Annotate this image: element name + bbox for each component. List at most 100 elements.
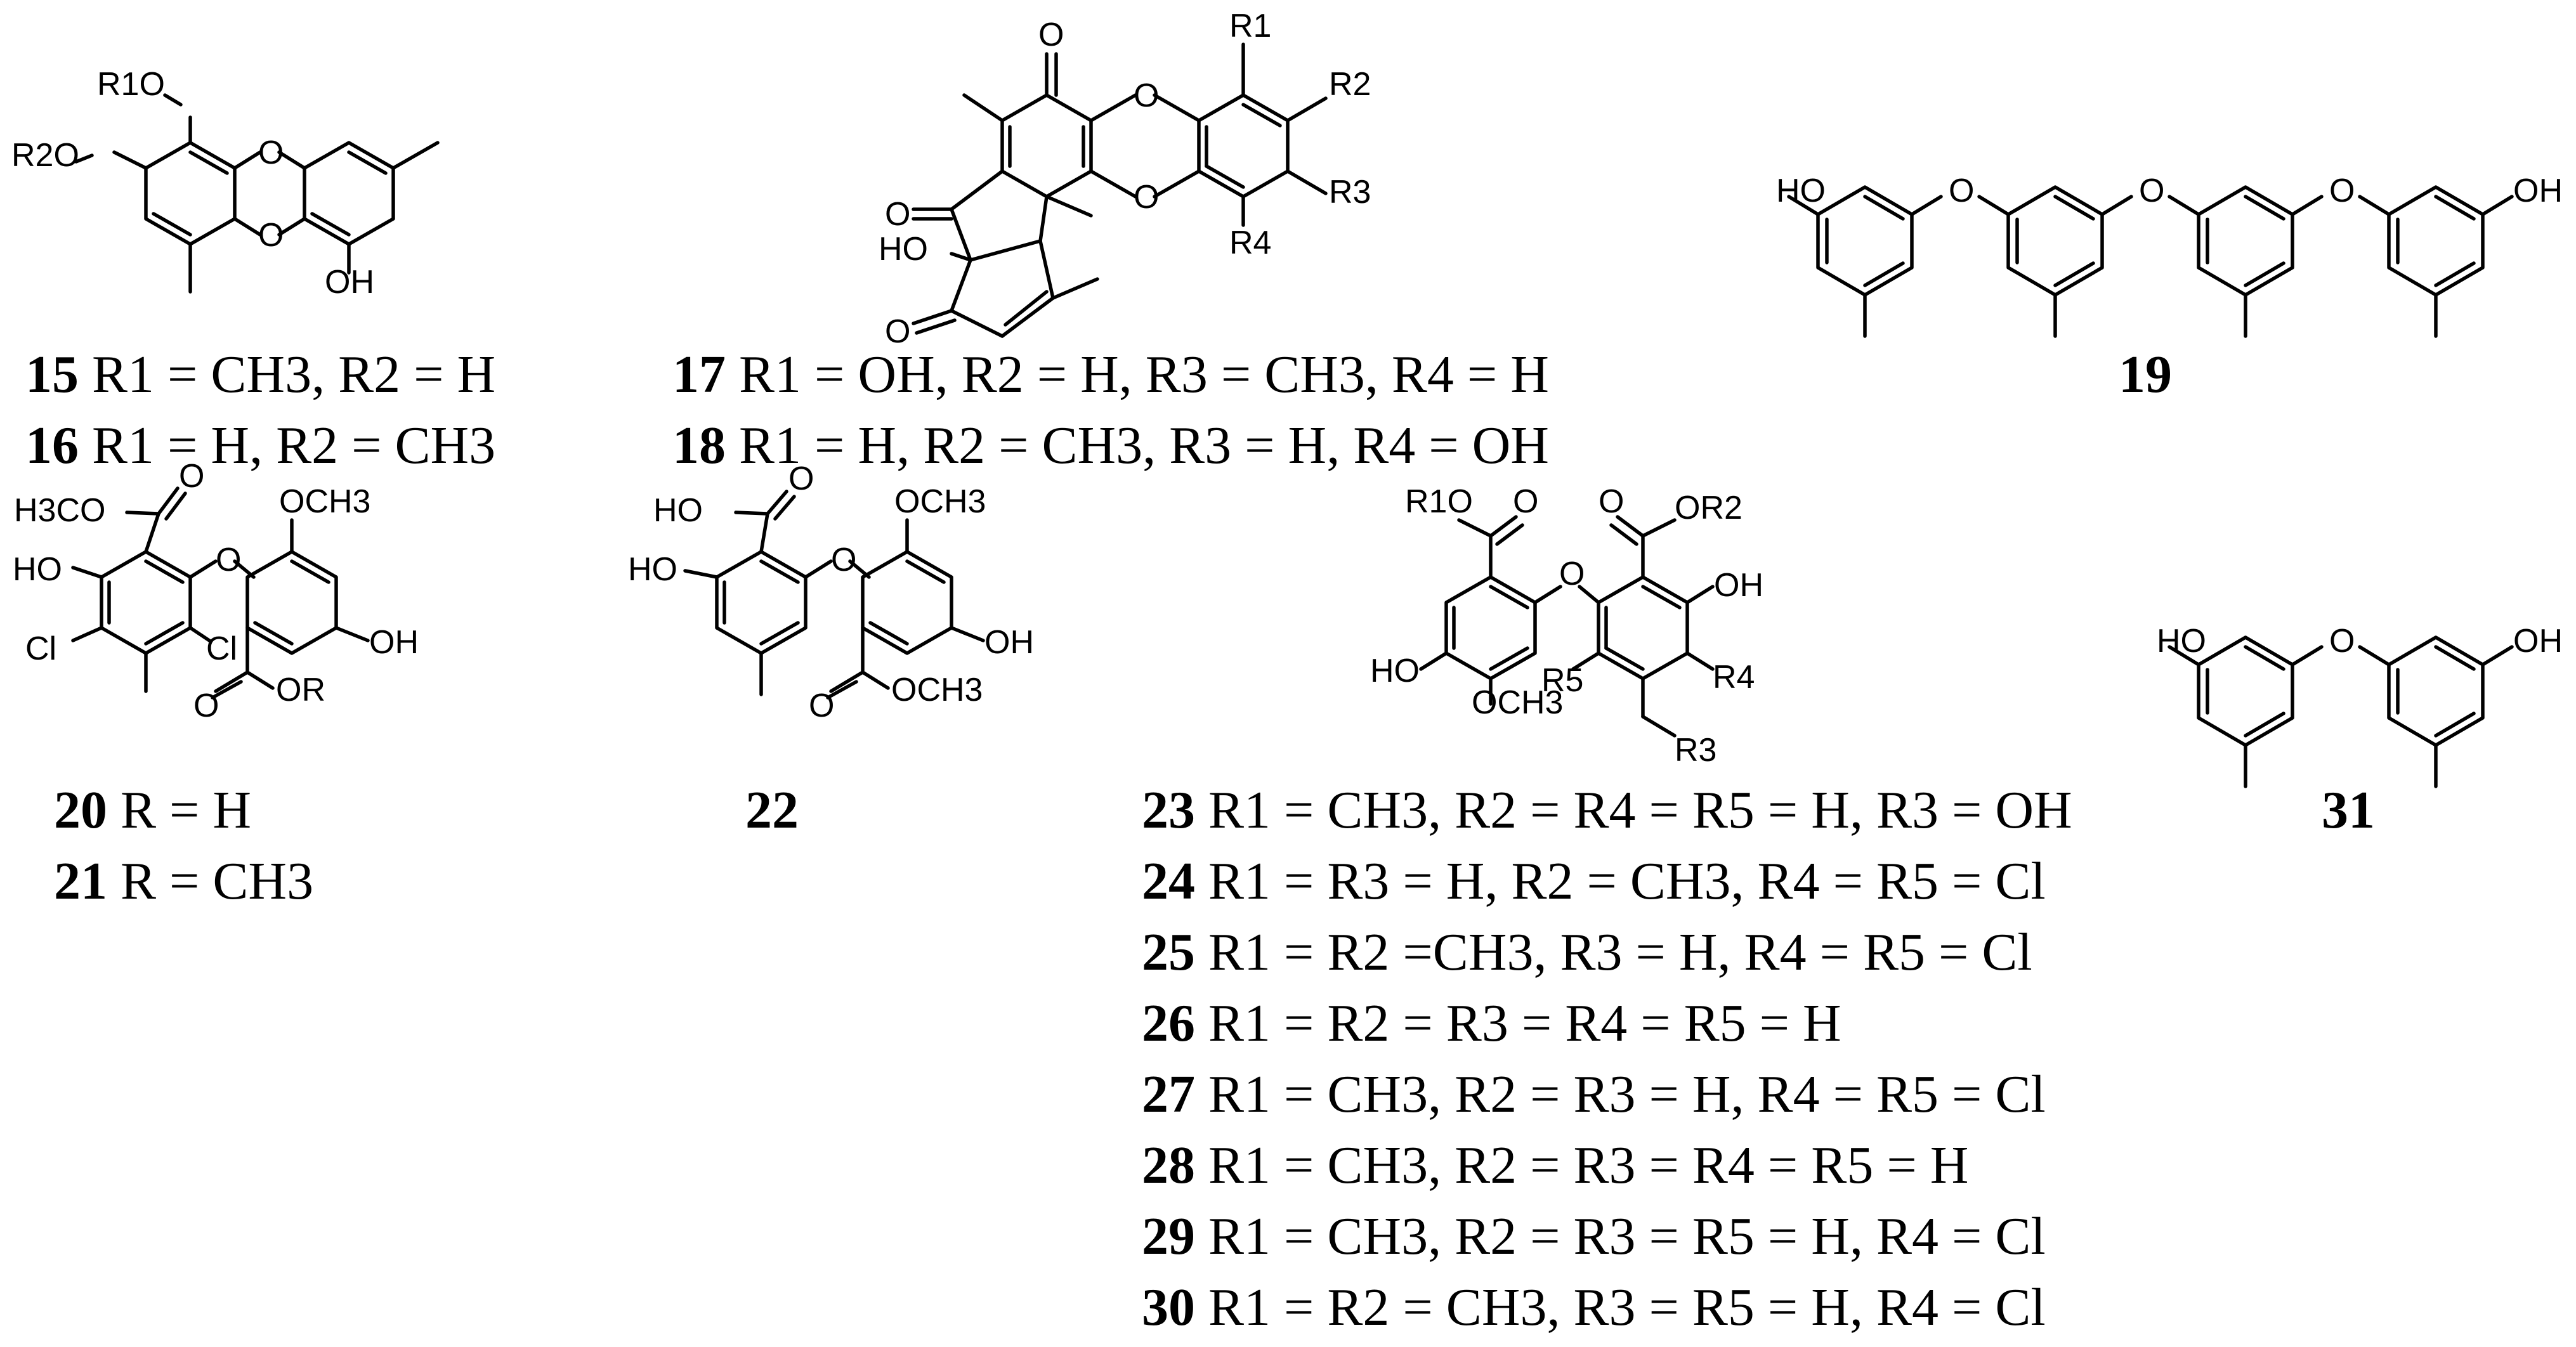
atom-label: HO <box>2157 623 2206 660</box>
atom-label: O <box>216 542 241 578</box>
caption-29: 29 R1 = CH3, R2 = R3 = R5 = H, R4 = Cl <box>1142 1207 2046 1266</box>
caption-17: 17 R1 = OH, R2 = H, R3 = CH3, R4 = H <box>672 345 1549 404</box>
atom-label: R3 <box>1675 732 1716 769</box>
atom-label: OCH3 <box>894 483 986 520</box>
atom-label: R2 <box>1329 66 1371 103</box>
substituent-definition: R1 = H, R2 = CH3 <box>92 416 495 475</box>
compound-number: 26 <box>1142 994 1195 1053</box>
substituent-definition: R1 = CH3, R2 = H <box>92 345 495 404</box>
substituent-definition: R1 = CH3, R2 = R3 = R4 = R5 = H <box>1208 1136 1968 1195</box>
atom-label: O <box>1949 172 1974 209</box>
atom-label: O <box>788 460 814 497</box>
atom-label: O <box>258 134 284 171</box>
captions-20-21: 20 R = H 21 R = CH3 <box>54 781 313 911</box>
atom-label: HO <box>1776 172 1826 209</box>
caption-26: 26 R1 = R2 = R3 = R4 = R5 = H <box>1142 994 1841 1053</box>
structure-20-21: H3CO O OCH3 HO O Cl Cl OH O OR <box>13 458 419 724</box>
atom-label: O <box>1599 483 1624 520</box>
compound-number: 20 <box>54 781 107 840</box>
captions-19: 19 <box>2119 345 2172 404</box>
atom-label: Cl <box>25 630 56 667</box>
caption-20: 20 R = H <box>54 781 251 840</box>
atom-label: O <box>2139 172 2164 209</box>
caption-15: 15 R1 = CH3, R2 = H <box>25 345 495 404</box>
atom-label: O <box>809 687 834 724</box>
compound-number: 23 <box>1142 781 1195 840</box>
substituent-definition: R1 = H, R2 = CH3, R3 = H, R4 = OH <box>739 416 1549 475</box>
substituent-definition: R1 = R2 = R3 = R4 = R5 = H <box>1208 994 1841 1053</box>
atom-label: OR <box>276 672 325 708</box>
atom-label: OH <box>2513 172 2563 209</box>
atom-label: R4 <box>1713 659 1755 696</box>
atom-label: OCH3 <box>1472 684 1563 721</box>
atom-label: OR2 <box>1675 490 1742 526</box>
atom-label: O <box>1134 179 1159 216</box>
compound-number: 17 <box>672 345 726 404</box>
atom-label: OH <box>325 264 374 301</box>
captions-31: 31 <box>2322 781 2375 840</box>
compound-number: 29 <box>1142 1207 1195 1266</box>
caption-16: 16 R1 = H, R2 = CH3 <box>25 416 495 475</box>
atom-label: O <box>885 196 910 233</box>
captions-23-30: 23 R1 = CH3, R2 = R4 = R5 = H, R3 = OH 2… <box>1142 781 2072 1337</box>
compound-number: 16 <box>25 416 79 475</box>
atom-label: OCH3 <box>279 483 370 520</box>
caption-30: 30 R1 = R2 = CH3, R3 = R5 = H, R4 = Cl <box>1142 1278 2046 1337</box>
atom-label: R2O <box>11 137 79 174</box>
caption-24: 24 R1 = R3 = H, R2 = CH3, R4 = R5 = Cl <box>1142 852 2046 911</box>
substituent-definition: R1 = OH, R2 = H, R3 = CH3, R4 = H <box>739 345 1549 404</box>
atom-label: R1 <box>1229 8 1271 44</box>
atom-label: OCH3 <box>891 672 983 708</box>
caption-23: 23 R1 = CH3, R2 = R4 = R5 = H, R3 = OH <box>1142 781 2072 840</box>
atom-label: HO <box>1370 653 1420 689</box>
compound-number: 24 <box>1142 852 1195 911</box>
substituent-definition: R1 = CH3, R2 = R3 = H, R4 = R5 = Cl <box>1208 1065 2046 1124</box>
compound-number: 30 <box>1142 1278 1195 1337</box>
atom-label: OH <box>984 624 1034 661</box>
atom-label: OH <box>2513 623 2563 660</box>
atom-label: O <box>179 458 204 495</box>
substituent-definition: R = CH3 <box>121 852 313 911</box>
captions-17-18: 17 R1 = OH, R2 = H, R3 = CH3, R4 = H 18 … <box>672 345 1549 475</box>
compound-number: 31 <box>2322 781 2375 840</box>
atom-label: O <box>1038 16 1064 53</box>
atom-label: R5 <box>1541 662 1583 699</box>
caption-27: 27 R1 = CH3, R2 = R3 = H, R4 = R5 = Cl <box>1142 1065 2046 1124</box>
atom-label: HO <box>879 231 928 268</box>
structure-22: HO O OCH3 HO O OH O OCH3 <box>628 460 1034 724</box>
structure-15-16: R1O R2O O O OH <box>11 66 440 301</box>
atom-label: O <box>193 687 219 724</box>
atom-label: Cl <box>206 630 237 667</box>
compound-number: 28 <box>1142 1136 1195 1195</box>
captions-22: 22 <box>745 781 799 840</box>
substituent-definition: R = H <box>121 781 251 840</box>
structure-31: HO O OH <box>2157 623 2563 788</box>
atom-label: HO <box>653 492 703 529</box>
compound-number: 18 <box>672 416 726 475</box>
atom-label: O <box>1559 556 1585 592</box>
atom-label: O <box>885 313 910 350</box>
caption-21: 21 R = CH3 <box>54 852 313 911</box>
compound-number: 27 <box>1142 1065 1195 1124</box>
atom-label: R1O <box>1405 483 1473 520</box>
atom-label: O <box>2329 623 2355 660</box>
substituent-definition: R1 = R2 =CH3, R3 = H, R4 = R5 = Cl <box>1208 923 2032 982</box>
compound-number: 15 <box>25 345 79 404</box>
atom-label: HO <box>13 551 62 588</box>
compound-number: 22 <box>745 781 799 840</box>
atom-label: O <box>258 217 284 254</box>
atom-label: H3CO <box>14 492 105 529</box>
atom-label: O <box>831 542 856 578</box>
structure-17-18: O O O HO O O R1 R2 R3 R4 <box>879 8 1371 350</box>
atom-label: O <box>1134 77 1159 114</box>
caption-25: 25 R1 = R2 =CH3, R3 = H, R4 = R5 = Cl <box>1142 923 2032 982</box>
atom-label: O <box>1513 483 1538 520</box>
compound-number: 25 <box>1142 923 1195 982</box>
substituent-definition: R1 = CH3, R2 = R4 = R5 = H, R3 = OH <box>1208 781 2072 840</box>
structure-23-30: R1O O O OR2 O OH HO OCH3 R5 R4 R3 <box>1370 483 1763 769</box>
caption-28: 28 R1 = CH3, R2 = R3 = R4 = R5 = H <box>1142 1136 1968 1195</box>
compound-number: 19 <box>2119 345 2172 404</box>
atom-label: HO <box>628 551 677 588</box>
atom-label: O <box>2329 172 2355 209</box>
